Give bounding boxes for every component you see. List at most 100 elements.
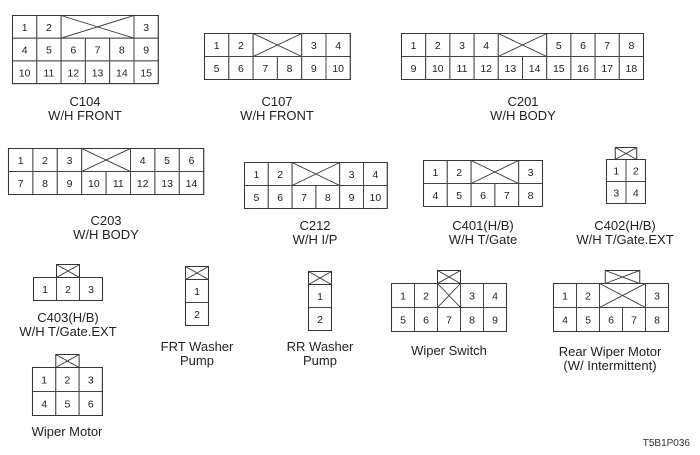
pin-number: 4 xyxy=(432,190,438,202)
pin-number: 3 xyxy=(311,40,317,52)
pin-number: 10 xyxy=(332,63,344,75)
pin-cell: 6 xyxy=(599,307,623,332)
pin-cell: 6 xyxy=(228,56,254,80)
pin-cell: 2 xyxy=(185,302,209,326)
pin-cell: 4 xyxy=(423,183,448,207)
pin-cell: 11 xyxy=(105,171,131,195)
pin-cell: 5 xyxy=(391,307,415,332)
pin-cell: 7 xyxy=(84,37,111,62)
pin-cell: 5 xyxy=(204,56,230,80)
pin-number: 2 xyxy=(317,314,323,326)
pin-number: 15 xyxy=(140,67,152,79)
pin-cell: 7 xyxy=(8,171,34,195)
pin-cell: 3 xyxy=(78,367,103,392)
pin-number: 1 xyxy=(317,291,323,303)
pin-cell: 9 xyxy=(401,56,427,80)
connector-face: 12 xyxy=(307,271,333,332)
pin-number: 1 xyxy=(194,286,200,298)
pin-cell: 7 xyxy=(437,307,461,332)
pin-number: 3 xyxy=(613,188,619,200)
connector-harness: Pump xyxy=(303,353,337,368)
pin-number: 8 xyxy=(528,190,534,202)
pin-number: 13 xyxy=(161,178,173,190)
pin-number: 8 xyxy=(469,315,475,327)
connector-id: C201 xyxy=(507,94,539,109)
pin-cell: 6 xyxy=(470,183,496,207)
pin-number: 2 xyxy=(423,291,429,303)
pin-number: 5 xyxy=(65,399,71,411)
pin-number: 9 xyxy=(67,178,73,190)
pin-cell: 5 xyxy=(446,183,472,207)
pin-number: 4 xyxy=(335,40,341,52)
pin-number: 9 xyxy=(143,45,149,57)
connector-id: C104 xyxy=(69,94,101,109)
pin-number: 8 xyxy=(325,192,331,204)
pin-cell: 6 xyxy=(267,185,293,209)
connector-harness: W/H BODY xyxy=(73,227,139,242)
pin-cell: 1 xyxy=(553,283,577,308)
pin-cell: 2 xyxy=(56,277,80,301)
pin-cell: 2 xyxy=(36,15,62,39)
pin-number: 1 xyxy=(411,40,417,52)
pin-number: 4 xyxy=(633,188,639,200)
pin-number: 2 xyxy=(277,169,283,181)
pin-number: 7 xyxy=(18,178,24,190)
pin-number: 1 xyxy=(22,22,28,34)
pin-number: 1 xyxy=(562,291,568,303)
blank-cavity xyxy=(291,162,341,186)
blank-cavity xyxy=(470,160,520,184)
pin-cell: 4 xyxy=(483,283,507,308)
pin-number: 5 xyxy=(585,315,591,327)
pin-number: 3 xyxy=(528,167,534,179)
pin-number: 1 xyxy=(400,291,406,303)
pin-number: 3 xyxy=(469,291,475,303)
pin-number: 5 xyxy=(253,192,259,204)
pin-cell: 3 xyxy=(645,283,669,308)
pin-number: 12 xyxy=(137,178,149,190)
pin-cell: 12 xyxy=(473,56,499,80)
pin-number: 17 xyxy=(601,63,613,75)
pin-cell: 1 xyxy=(606,159,627,182)
pin-number: 1 xyxy=(214,40,220,52)
pin-number: 9 xyxy=(311,63,317,75)
pin-cell: 3 xyxy=(449,33,475,57)
blank-cavity xyxy=(60,15,135,39)
pin-number: 5 xyxy=(214,63,220,75)
connector-harness: W/H T/Gate.EXT xyxy=(19,324,117,339)
blank-cavity xyxy=(252,33,303,57)
pin-cell: 2 xyxy=(625,159,646,182)
connector-label: Rear Wiper Motor(W/ Intermittent) xyxy=(530,345,690,373)
pin-cell: 1 xyxy=(401,33,427,57)
pin-cell: 4 xyxy=(625,181,646,204)
pin-number: 10 xyxy=(19,67,31,79)
pin-number: 5 xyxy=(400,315,406,327)
pin-cell: 1 xyxy=(423,160,448,184)
pin-cell: 1 xyxy=(8,148,34,172)
connector-harness: W/H FRONT xyxy=(48,108,122,123)
pin-number: 2 xyxy=(65,375,71,387)
pin-number: 10 xyxy=(88,178,100,190)
pin-number: 1 xyxy=(41,375,47,387)
pin-cell: 10 xyxy=(12,60,38,85)
pin-number: 9 xyxy=(349,192,355,204)
pin-cell: 10 xyxy=(81,171,107,195)
pin-cell: 1 xyxy=(185,279,209,303)
pin-number: 2 xyxy=(42,155,48,167)
pin-number: 9 xyxy=(411,63,417,75)
pin-cell: 2 xyxy=(228,33,254,57)
pin-number: 13 xyxy=(92,67,104,79)
pin-number: 8 xyxy=(654,315,660,327)
lock-tab-icon xyxy=(437,270,461,284)
pin-number: 12 xyxy=(480,63,492,75)
pin-cell: 8 xyxy=(109,37,135,62)
pin-number: 6 xyxy=(580,40,586,52)
